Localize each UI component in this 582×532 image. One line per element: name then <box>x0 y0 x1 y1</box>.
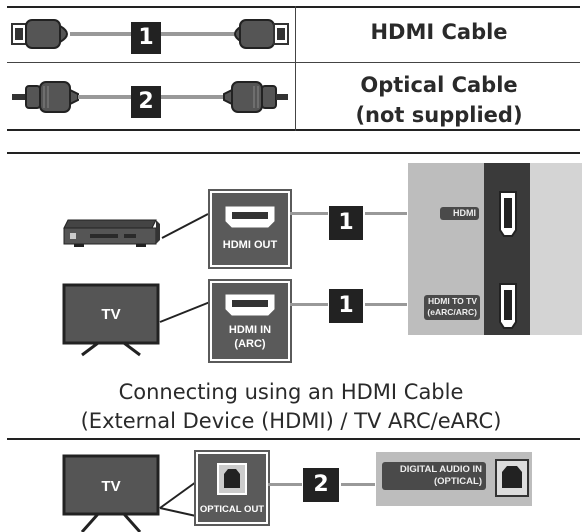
hdmi-port-icon <box>225 206 275 228</box>
digital-audio-in-tag: DIGITAL AUDIO IN (OPTICAL) <box>382 462 486 490</box>
hdmi-in-label-line2: (ARC) <box>234 338 266 350</box>
section-caption-line2: (External Device (HDMI) / TV ARC/eARC) <box>80 409 502 433</box>
cable-number-badge: 2 <box>131 86 161 118</box>
hdmi-port-icon <box>499 283 517 329</box>
optical-plug-icon <box>12 81 288 113</box>
connection-line <box>159 481 197 517</box>
soundbar-side-edge <box>530 163 582 335</box>
connection-line <box>161 213 209 239</box>
digital-audio-tag-line2: (OPTICAL) <box>433 476 482 487</box>
cable-number-badge: 1 <box>131 22 161 54</box>
cable-number-badge: 2 <box>303 468 339 502</box>
table-middle-rule <box>7 62 580 63</box>
optical-cable-label: Optical Cable (not supplied) <box>296 70 582 130</box>
tv-icon <box>62 454 160 532</box>
hdmi-port-icon <box>499 191 517 237</box>
cable-number-badge: 1 <box>329 206 363 240</box>
soundbar-arc-port-tag: HDMI TO TV (eARC/ARC) <box>424 295 480 320</box>
digital-audio-tag-line1: DIGITAL AUDIO IN <box>399 464 482 475</box>
tv-label: TV <box>101 306 121 323</box>
optical-cable-label-line1: Optical Cable <box>360 73 518 97</box>
arc-tag-line1: HDMI TO TV <box>428 296 477 306</box>
section-rule-optical <box>7 438 580 440</box>
hdmi-out-port-box: HDMI OUT <box>208 189 292 269</box>
cable-line <box>365 212 407 215</box>
soundbar-hdmi-port-tag: HDMI <box>440 207 479 220</box>
optical-port-icon <box>495 459 529 497</box>
cable-line <box>268 483 302 486</box>
arc-tag-line2: (eARC/ARC) <box>427 307 477 317</box>
hdmi-cable-label: HDMI Cable <box>370 20 508 44</box>
optical-out-port-box: OPTICAL OUT <box>194 450 270 526</box>
tv-label: TV <box>101 478 121 495</box>
tv-icon <box>62 283 160 357</box>
table-column-divider <box>295 6 296 131</box>
optical-cable-label-line2: (not supplied) <box>355 103 523 127</box>
cable-line <box>290 303 328 306</box>
cable-line <box>290 212 328 215</box>
connection-line <box>159 301 211 323</box>
bluray-player-icon <box>63 219 160 247</box>
section-caption-line1: Connecting using an HDMI Cable <box>118 380 464 404</box>
optical-out-label: OPTICAL OUT <box>199 504 265 515</box>
table-bottom-rule <box>7 129 580 131</box>
hdmi-in-label-line1: HDMI IN <box>228 324 272 336</box>
hdmi-port-icon <box>225 294 275 316</box>
hdmi-in-arc-port-box: HDMI IN (ARC) <box>208 279 292 363</box>
cable-line <box>365 303 407 306</box>
table-top-rule <box>7 6 580 8</box>
cable-line <box>341 483 375 486</box>
optical-port-icon <box>217 463 247 495</box>
hdmi-in-label: HDMI IN (ARC) <box>212 323 288 351</box>
hdmi-out-label: HDMI OUT <box>222 239 278 251</box>
section-rule-hdmi <box>7 152 580 154</box>
cable-number-badge: 1 <box>329 289 363 323</box>
